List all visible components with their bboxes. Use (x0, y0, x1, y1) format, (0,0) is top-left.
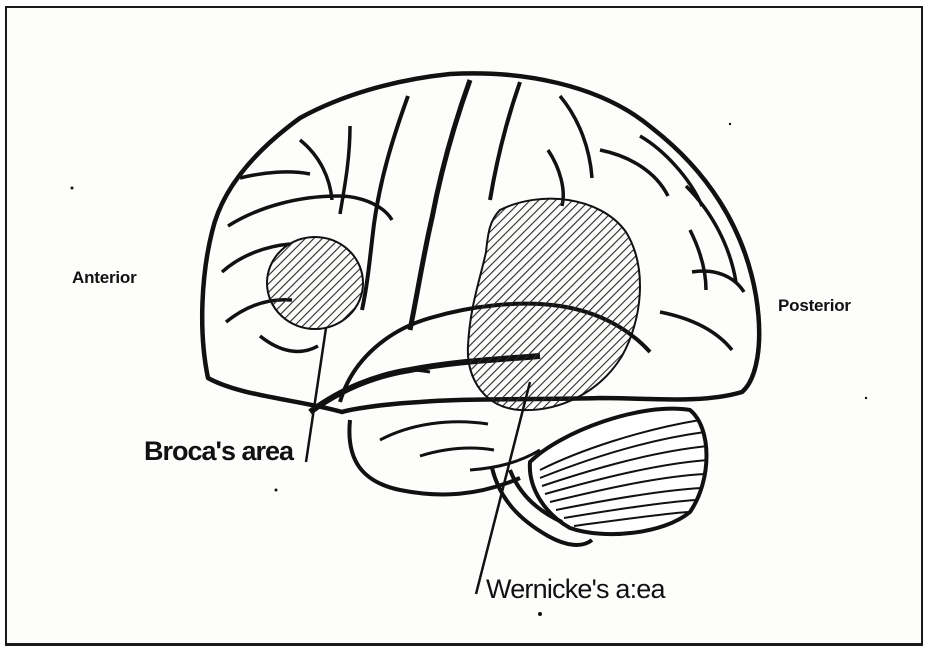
wernicke-area-region (468, 199, 640, 410)
broca-area-label: Broca's area (144, 436, 293, 467)
broca-area-region (267, 237, 363, 329)
scan-specks (71, 123, 868, 616)
posterior-label: Posterior (778, 296, 851, 316)
central-sulcus (410, 80, 470, 330)
anterior-label: Anterior (72, 268, 137, 288)
postcentral-sulcus (490, 82, 520, 200)
wernicke-area-label: Wernicke's a:ea (486, 574, 665, 605)
